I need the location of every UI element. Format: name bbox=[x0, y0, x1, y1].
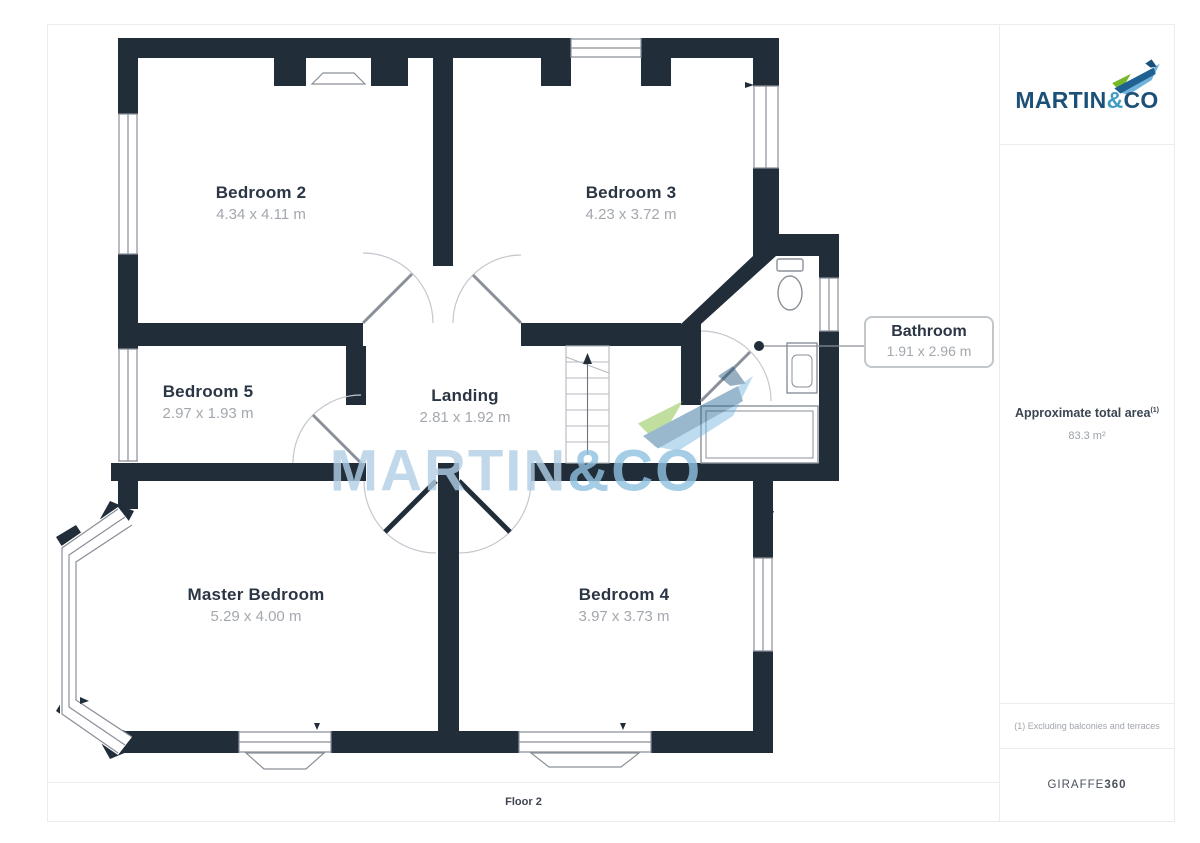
footnote-section: (1) Excluding balconies and terraces bbox=[1000, 704, 1174, 749]
bathroom-fixtures bbox=[700, 258, 819, 464]
walls bbox=[56, 38, 839, 759]
room-name: Landing bbox=[431, 386, 499, 405]
logo-part1: MARTIN bbox=[1015, 87, 1107, 113]
watermark-text: MARTIN&CO bbox=[330, 438, 702, 505]
floor-label: Floor 2 bbox=[505, 796, 542, 808]
room-dimensions: 1.91 x 2.96 m bbox=[886, 343, 972, 359]
room-dimensions: 2.97 x 1.93 m bbox=[162, 405, 254, 422]
room-dimensions: 3.97 x 3.73 m bbox=[578, 608, 670, 625]
windows bbox=[60, 37, 840, 770]
logo-section: MARTIN&CO bbox=[1000, 25, 1174, 145]
stairs bbox=[565, 345, 610, 464]
watermark-part2: &CO bbox=[567, 438, 703, 504]
room-dimensions: 2.81 x 1.92 m bbox=[419, 409, 511, 426]
room-name: Bedroom 3 bbox=[585, 183, 677, 202]
sidebar: MARTIN&CO Approximate total area(1) 83.3… bbox=[1000, 25, 1174, 821]
doors bbox=[292, 252, 772, 554]
room-label-bedroom3: Bedroom 3 4.23 x 3.72 m bbox=[586, 183, 677, 223]
floorplan-panel: MARTIN&CO Bedroom 2 4.34 x 4.11 m Bedroo… bbox=[48, 25, 1000, 821]
room-label-master-bedroom: Master Bedroom 5.29 x 4.00 m bbox=[188, 585, 325, 625]
room-label-landing: Landing 2.81 x 1.92 m bbox=[420, 386, 511, 426]
room-dimensions: 4.34 x 4.11 m bbox=[216, 206, 306, 223]
room-dimensions: 5.29 x 4.00 m bbox=[210, 608, 302, 625]
martinco-logo-text: MARTIN&CO bbox=[1000, 87, 1174, 114]
watermark-logo-icon bbox=[638, 366, 753, 451]
room-name: Master Bedroom bbox=[187, 585, 325, 604]
floorplan-drawing bbox=[56, 37, 864, 770]
page-frame: MARTIN&CO Bedroom 2 4.34 x 4.11 m Bedroo… bbox=[47, 24, 1175, 822]
total-area-section: Approximate total area(1) 83.3 m² bbox=[1000, 145, 1174, 704]
room-label-bedroom2: Bedroom 2 4.34 x 4.11 m bbox=[216, 183, 307, 223]
shower-inner bbox=[705, 410, 814, 459]
room-name: Bedroom 2 bbox=[215, 183, 307, 202]
room-label-bedroom5: Bedroom 5 2.97 x 1.93 m bbox=[163, 382, 254, 422]
room-name: Bathroom bbox=[891, 323, 967, 340]
room-dimensions: 4.23 x 3.72 m bbox=[585, 206, 677, 223]
room-name: Bedroom 5 bbox=[162, 382, 254, 401]
toilet-tank bbox=[776, 258, 804, 272]
brand-suffix: 360 bbox=[1104, 779, 1127, 791]
total-area-value: 83.3 m² bbox=[1068, 430, 1106, 442]
room-name: Bedroom 4 bbox=[578, 585, 670, 604]
total-area-superscript: (1) bbox=[1150, 406, 1160, 414]
total-area-label-text: Approximate total area bbox=[1014, 406, 1151, 420]
footnote-text: (1) Excluding balconies and terraces bbox=[1014, 721, 1160, 731]
callout-leader bbox=[754, 341, 864, 351]
floor-label-strip: Floor 2 bbox=[48, 782, 999, 821]
toilet-bowl bbox=[777, 275, 803, 311]
bathroom-callout: Bathroom 1.91 x 2.96 m bbox=[864, 316, 994, 368]
logo-ampersand: & bbox=[1106, 87, 1124, 113]
sink-basin bbox=[791, 354, 813, 388]
brand-name: GIRAFFE bbox=[1047, 779, 1105, 791]
room-label-bedroom4: Bedroom 4 3.97 x 3.73 m bbox=[579, 585, 670, 625]
watermark-part1: MARTIN bbox=[329, 438, 568, 504]
martinco-logo-icon bbox=[1112, 59, 1160, 95]
total-area-label: Approximate total area(1) bbox=[1015, 406, 1159, 420]
measure-markers bbox=[80, 82, 774, 730]
logo-part2: CO bbox=[1123, 87, 1159, 113]
